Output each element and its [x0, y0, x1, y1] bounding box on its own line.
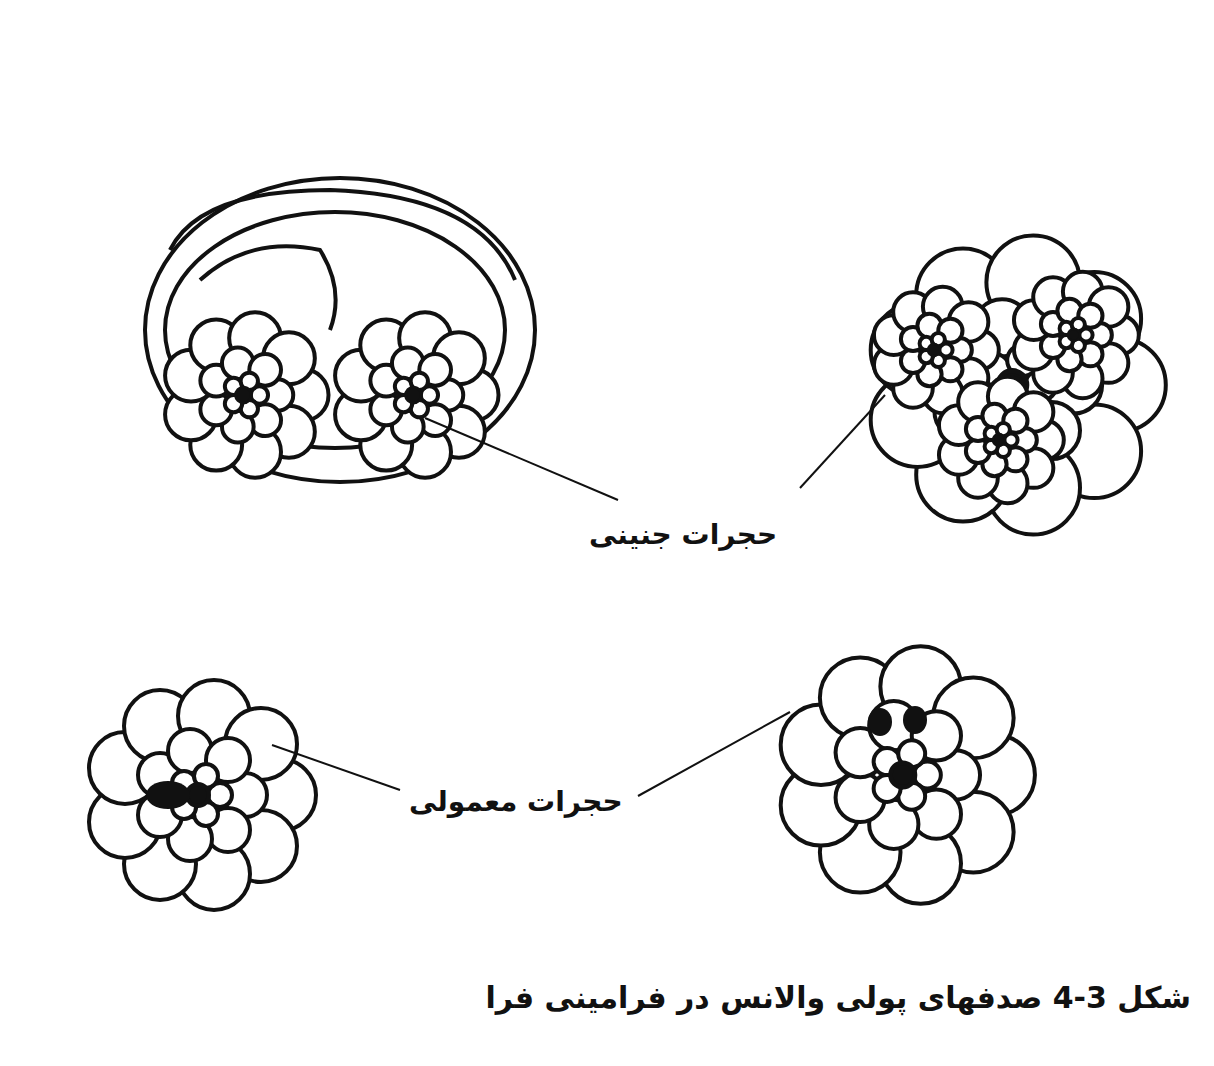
callout-label: حجرات جنینی	[585, 518, 781, 551]
callout-label: حجرات معمولی	[405, 785, 627, 818]
leader-lines	[272, 395, 885, 796]
figure-caption: شکل 3-4 صدفهای پولی والانس در فرامینی فر…	[482, 980, 1195, 1015]
